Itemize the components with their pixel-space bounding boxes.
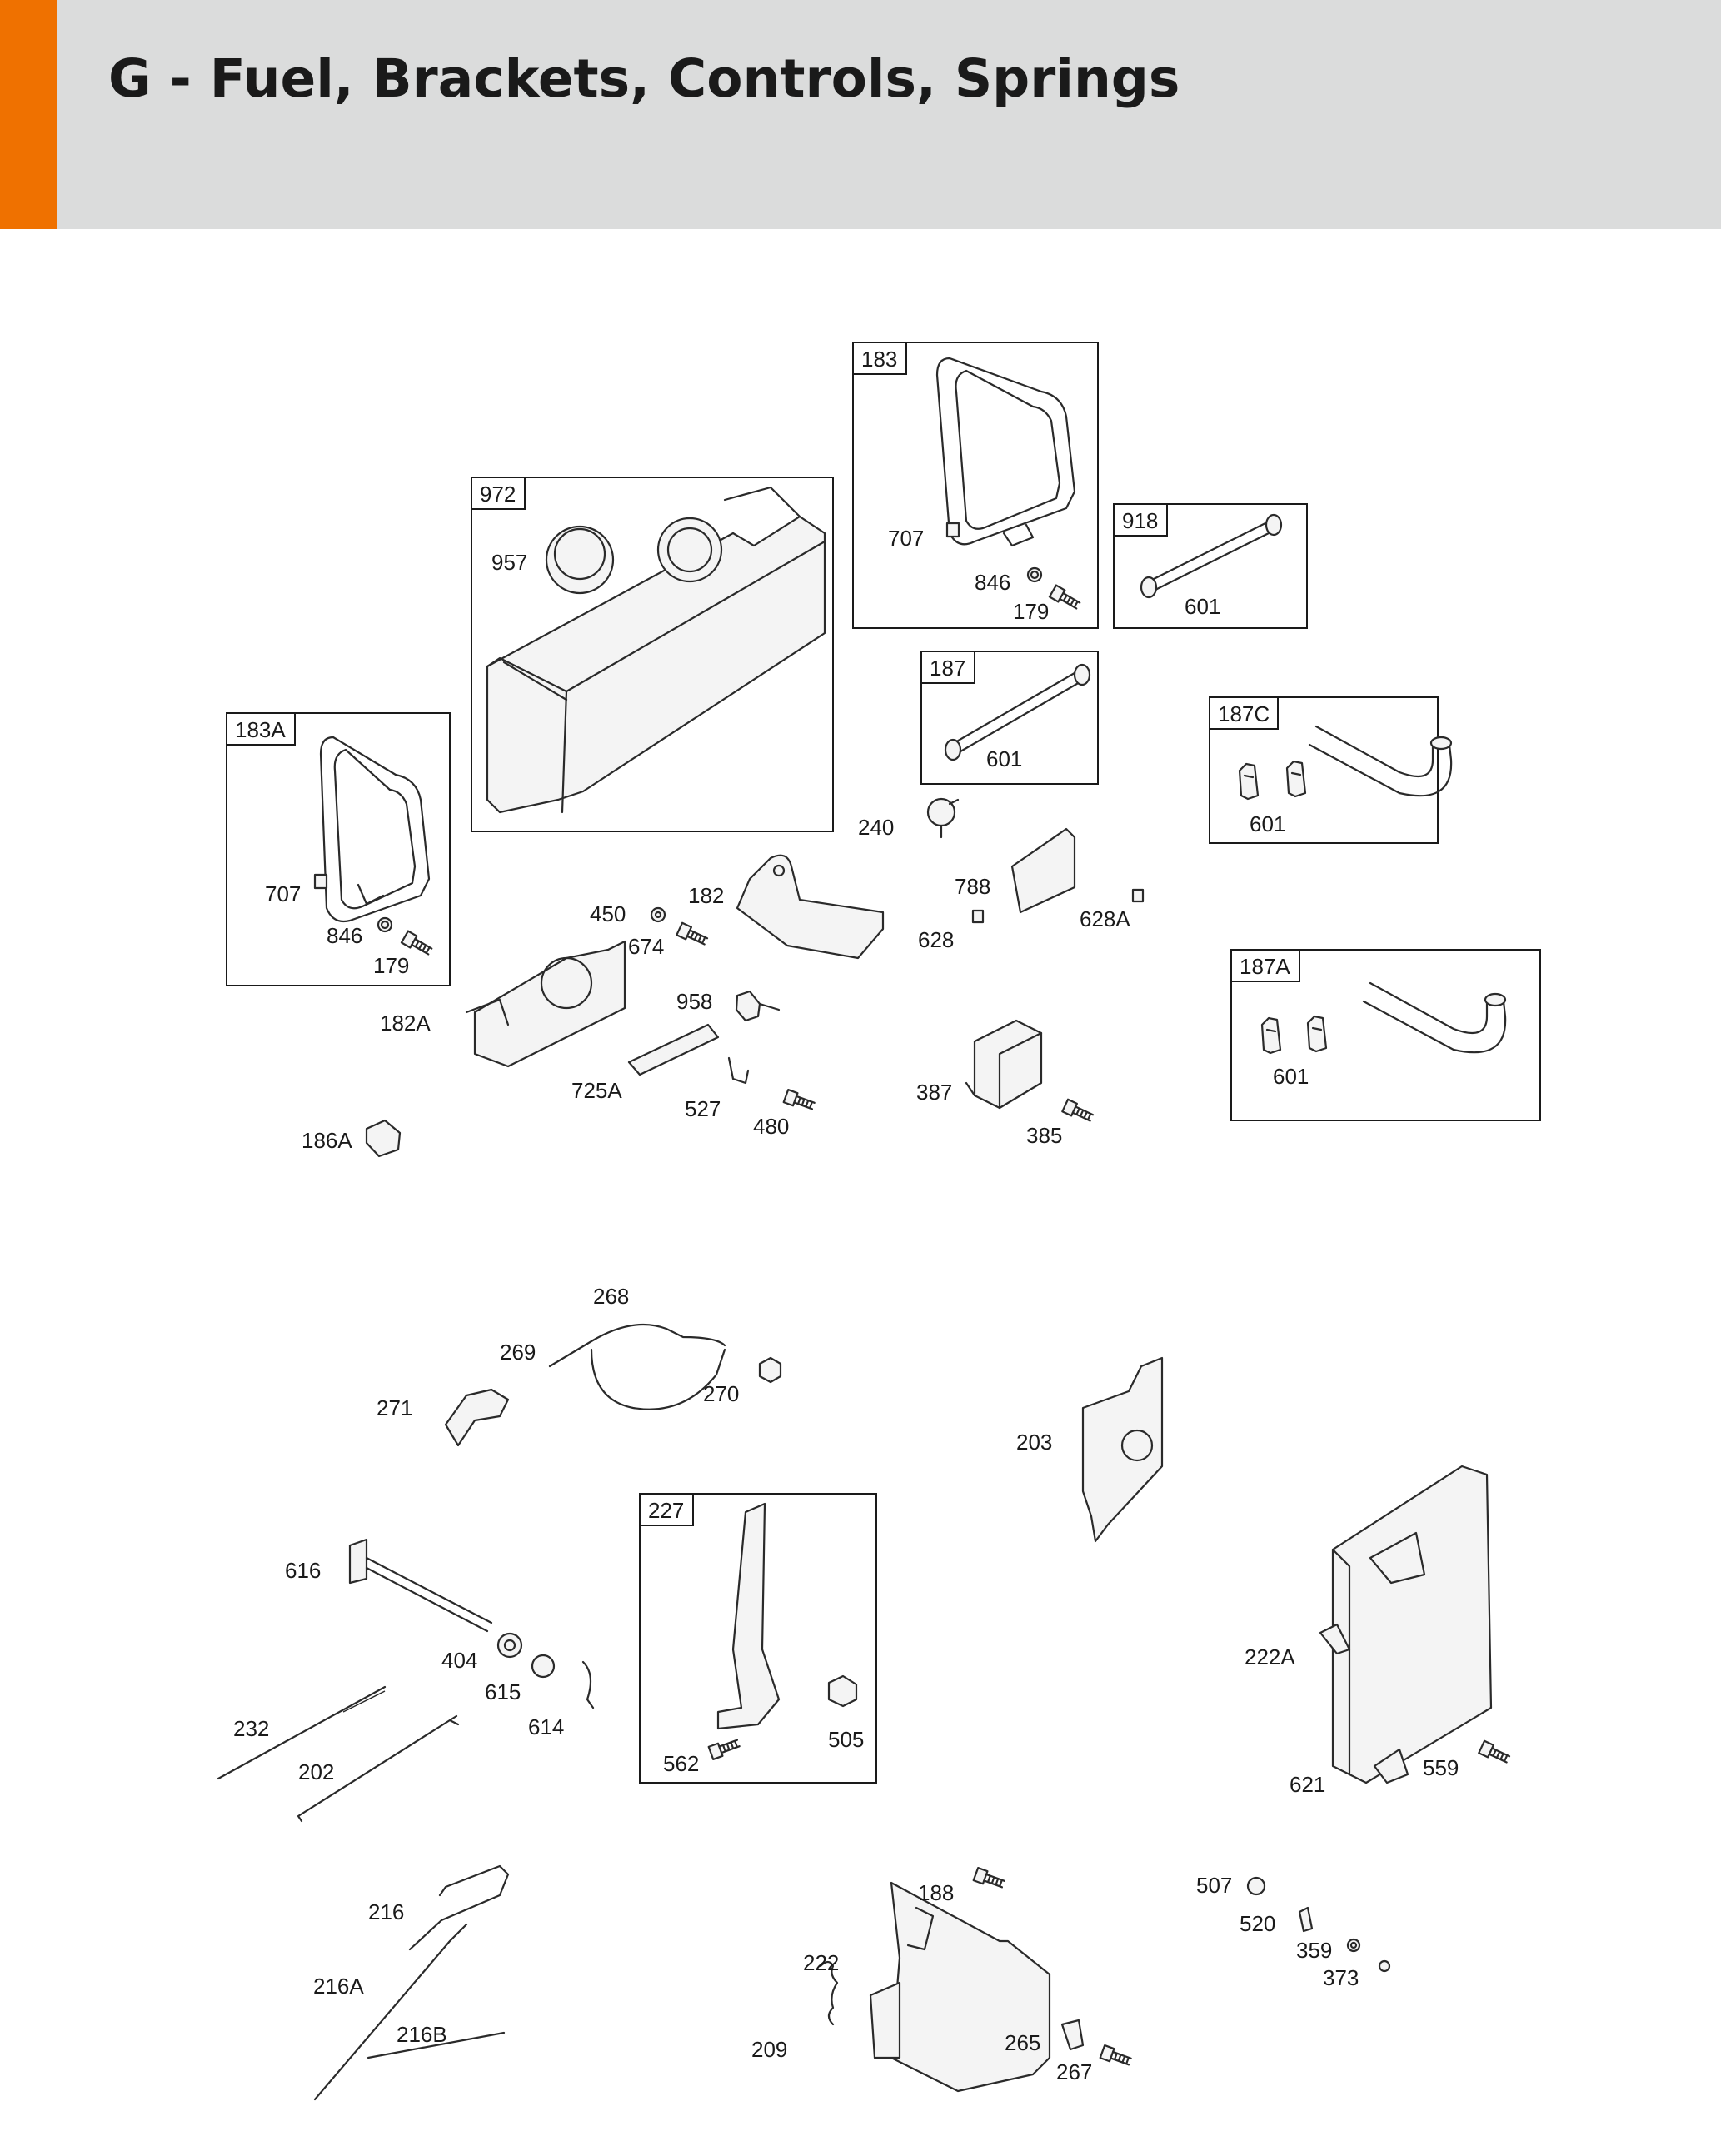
part-label-222A-47: 222A [1245, 1644, 1295, 1669]
page-title: G - Fuel, Brackets, Controls, Springs [108, 48, 1180, 109]
group-918: 918 [1113, 503, 1308, 629]
part-label-404-32: 404 [441, 1648, 477, 1673]
group-label-227: 227 [648, 1498, 684, 1523]
group-187A: 187A [1230, 949, 1541, 1121]
part-label-958-18: 958 [676, 989, 712, 1014]
part-label-179-3: 179 [1013, 599, 1049, 624]
part-label-614-34: 614 [528, 1714, 564, 1739]
part-label-788-12: 788 [955, 874, 990, 899]
group-183A: 183A [226, 712, 451, 986]
part-label-615-33: 615 [485, 1679, 521, 1704]
part-label-674-17: 674 [628, 934, 664, 959]
group-label-187C: 187C [1218, 701, 1270, 726]
part-label-616-31: 616 [285, 1558, 321, 1583]
part-label-265-45: 265 [1005, 2030, 1040, 2055]
part-label-707-1: 707 [888, 526, 924, 551]
part-label-601-6: 601 [1250, 811, 1285, 836]
part-label-268-26: 268 [593, 1284, 629, 1309]
part-label-846-2: 846 [975, 570, 1010, 595]
group-label-183: 183 [861, 347, 897, 372]
part-label-271-29: 271 [377, 1395, 412, 1420]
group-972: 972 [471, 477, 834, 832]
part-label-562-37: 562 [663, 1751, 699, 1776]
part-label-601-10: 601 [1273, 1064, 1309, 1089]
part-label-359-52: 359 [1296, 1938, 1332, 1963]
part-label-601-4: 601 [1185, 594, 1220, 619]
part-label-179-9: 179 [373, 953, 409, 978]
part-label-957-0: 957 [491, 550, 527, 575]
group-label-183A: 183A [235, 717, 286, 742]
part-label-387-23: 387 [916, 1080, 952, 1105]
part-label-707-7: 707 [265, 881, 301, 906]
part-label-628-13: 628 [918, 927, 954, 952]
part-label-505-38: 505 [828, 1727, 864, 1752]
part-label-269-27: 269 [500, 1340, 536, 1365]
header-bar [0, 0, 1721, 229]
part-label-209-44: 209 [751, 2037, 787, 2062]
part-label-182A-19: 182A [380, 1011, 431, 1036]
part-label-507-50: 507 [1196, 1873, 1232, 1898]
part-artwork [217, 357, 1511, 2101]
group-label-972: 972 [480, 482, 516, 507]
part-label-232-35: 232 [233, 1716, 269, 1741]
part-label-216A-40: 216A [313, 1974, 364, 1999]
part-label-450-15: 450 [590, 901, 626, 926]
part-label-527-21: 527 [685, 1096, 721, 1121]
group-183: 183 [852, 342, 1099, 629]
group-187C: 187C [1209, 696, 1439, 844]
part-label-216B-41: 216B [397, 2022, 447, 2047]
group-label-187A: 187A [1240, 954, 1290, 979]
part-label-270-28: 270 [703, 1381, 739, 1406]
part-label-222-43: 222 [803, 1950, 839, 1975]
part-label-601-5: 601 [986, 746, 1022, 771]
part-label-240-11: 240 [858, 815, 894, 840]
part-label-203-30: 203 [1016, 1430, 1052, 1455]
part-label-186A-25: 186A [302, 1128, 352, 1153]
part-label-559-49: 559 [1423, 1755, 1459, 1780]
part-label-621-48: 621 [1290, 1772, 1325, 1797]
group-label-918: 918 [1122, 508, 1158, 533]
part-label-385-24: 385 [1026, 1123, 1062, 1148]
part-label-267-46: 267 [1056, 2059, 1092, 2084]
part-label-216-39: 216 [368, 1899, 404, 1924]
part-label-520-51: 520 [1240, 1911, 1275, 1936]
part-label-182-16: 182 [688, 883, 724, 908]
part-label-846-8: 846 [327, 923, 362, 948]
part-label-628A-14: 628A [1080, 906, 1130, 931]
group-187: 187 [920, 651, 1099, 785]
part-label-373-53: 373 [1323, 1965, 1359, 1990]
header-accent-stripe [0, 0, 57, 229]
part-label-725A-20: 725A [571, 1078, 622, 1103]
part-label-480-22: 480 [753, 1114, 789, 1139]
group-227: 227 [639, 1493, 877, 1784]
group-label-187: 187 [930, 656, 965, 681]
part-label-188-42: 188 [918, 1880, 954, 1905]
part-label-202-36: 202 [298, 1759, 334, 1784]
